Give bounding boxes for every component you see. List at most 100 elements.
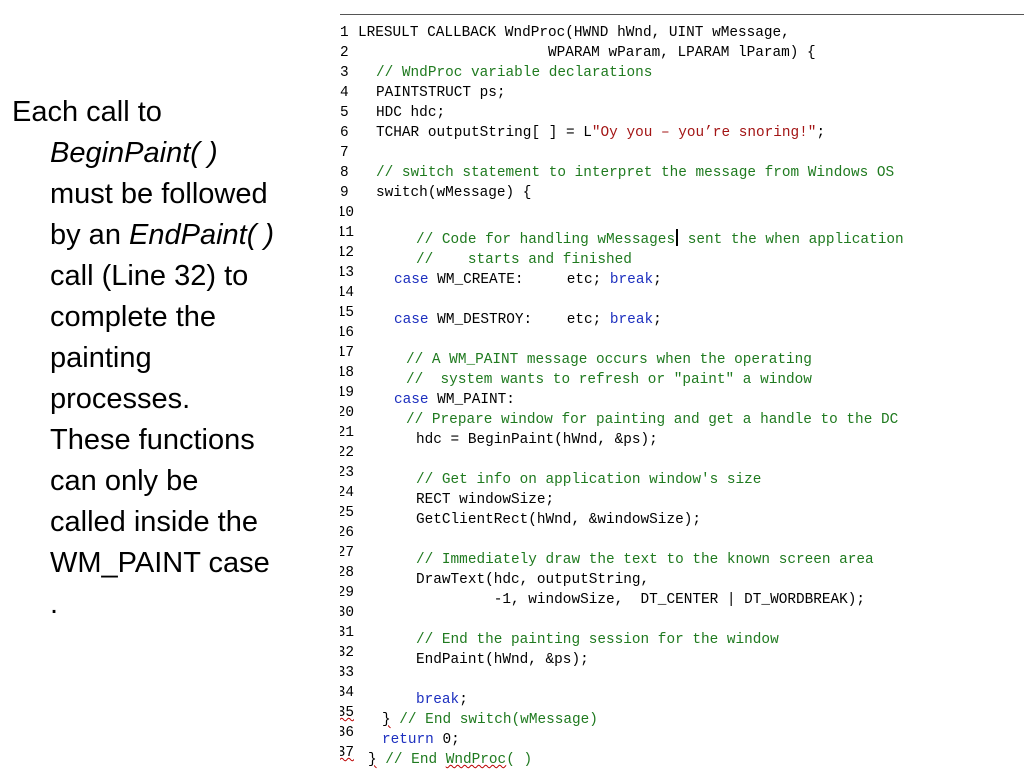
code-keyword: break (609, 312, 654, 328)
explanation-line: WM_PAINT case (50, 547, 270, 579)
code-line: 3 // WndProc variable declarations (340, 63, 652, 83)
line-number: 24 (340, 485, 354, 501)
code-line: 25 GetClientRect(hWnd, &windowSize); (340, 503, 701, 528)
code-text: ; (459, 692, 468, 708)
code-line: 35} // End switch(wMessage) (340, 703, 598, 728)
code-comment: // End the painting session for the wind… (416, 632, 779, 648)
code-text: switch(wMessage) { (376, 185, 532, 201)
code-line: 20// Prepare window for painting and get… (340, 403, 898, 428)
code-line: 32 EndPaint(hWnd, &ps); (340, 643, 589, 668)
code-line: 18 // system wants to refresh or "paint" … (340, 363, 812, 388)
line-number: 35 (340, 705, 354, 721)
line-number: 1 (340, 25, 349, 41)
code-text: GetClientRect(hWnd, &windowSize); (416, 512, 701, 528)
code-comment: // WndProc variable declarations (376, 65, 653, 81)
code-line: 6 TCHAR outputString[ ] = L"Oy you – you’… (340, 123, 825, 143)
code-comment: // A WM_PAINT message occurs when the op… (406, 352, 812, 368)
line-number: 18 (340, 365, 354, 381)
line-number: 11 (340, 225, 354, 241)
line-number: 13 (340, 265, 354, 281)
explanation-line: Each call to (12, 96, 162, 128)
code-line: 23 // Get info on application window's si… (340, 463, 761, 488)
code-line: 8// switch statement to interpret the me… (340, 163, 894, 183)
code-text: ; (653, 312, 662, 328)
code-text: ; (653, 272, 662, 288)
code-line: 31 // End the painting session for the wi… (340, 623, 779, 648)
line-number: 5 (340, 105, 349, 121)
explanation-line: can only be (50, 465, 199, 497)
code-comment: // Immediately draw the text to the know… (416, 552, 874, 568)
code-line: 26 (340, 523, 354, 543)
code-text: TCHAR outputString[ ] = L (376, 125, 592, 141)
code-line: 16 (340, 323, 354, 343)
code-keyword: case (394, 392, 429, 408)
explanation-fragment: by an (50, 219, 129, 251)
line-number: 19 (340, 385, 354, 401)
line-number: 29 (340, 585, 354, 601)
line-number: 32 (340, 645, 354, 661)
code-comment: sent the when application (679, 232, 904, 248)
code-text: EndPaint(hWnd, &ps); (416, 652, 589, 668)
code-comment: // switch statement to interpret the mes… (376, 165, 895, 181)
line-number: 10 (340, 205, 354, 221)
explanation-line: painting (50, 342, 152, 374)
code-keyword: break (416, 692, 460, 708)
explanation-line: . (50, 588, 59, 620)
code-line: 12// starts and finished (340, 243, 632, 268)
line-number: 22 (340, 445, 354, 461)
code-comment: WndProc (445, 752, 507, 768)
code-text: WPARAM wParam, LPARAM lParam) { (358, 45, 816, 61)
text-cursor (676, 229, 679, 246)
code-comment: // End switch(wMessage) (390, 712, 598, 728)
line-number: 28 (340, 565, 354, 581)
code-line: 11 // Code for handling wMessages sent th… (340, 223, 904, 248)
code-line: 30 (340, 603, 354, 623)
explanation-line: called inside the (50, 506, 258, 538)
code-text: hdc = BeginPaint(hWnd, &ps); (416, 432, 658, 448)
code-line: 10 (340, 203, 354, 223)
line-number: 20 (340, 405, 354, 421)
code-comment: // Get info on application window's size (416, 472, 762, 488)
code-keyword: break (609, 272, 654, 288)
code-text: } (382, 712, 391, 728)
code-text: -1, windowSize, DT_CENTER | DT_WORDBREAK… (416, 592, 866, 608)
line-number: 25 (340, 505, 354, 521)
code-text: WM_DESTROY: etc; (428, 312, 610, 328)
line-number: 15 (340, 305, 354, 321)
code-line: 22 (340, 443, 354, 463)
line-number: 3 (340, 65, 349, 81)
code-listing: 1 LRESULT CALLBACK WndProc(HWND hWnd, UIN… (340, 14, 1024, 769)
explanation-line: processes. (50, 383, 191, 415)
explanation-line: by an EndPaint( ) (12, 215, 327, 256)
line-number: 7 (340, 145, 349, 161)
explanation-text: Each call to BeginPaint( ) must be follo… (12, 92, 327, 625)
code-line: 29 -1, windowSize, DT_CENTER | DT_WORDBR… (340, 583, 865, 608)
code-keyword: return (382, 732, 434, 748)
line-number: 23 (340, 465, 354, 481)
code-text: HDC hdc; (376, 105, 446, 121)
line-number: 31 (340, 625, 354, 641)
code-line: 2 WPARAM wParam, LPARAM lParam) { (340, 43, 816, 63)
code-string: "Oy you – you’re snoring!" (591, 125, 817, 141)
code-line: 1 LRESULT CALLBACK WndProc(HWND hWnd, UIN… (340, 23, 790, 43)
code-comment: // system wants to refresh or "paint" a … (406, 372, 812, 388)
line-number: 17 (340, 345, 354, 361)
explanation-fragment: EndPaint( ) (129, 219, 275, 251)
code-text: 0; (433, 732, 460, 748)
line-number: 6 (340, 125, 349, 141)
code-comment: // Code for handling wMessages (416, 232, 676, 248)
code-text: WM_CREATE: etc; (428, 272, 610, 288)
line-number: 2 (340, 45, 349, 61)
code-text: ; (816, 125, 826, 141)
explanation-line: These functions (50, 424, 255, 456)
explanation-line: complete the (50, 301, 217, 333)
code-text: } (368, 752, 377, 768)
line-number: 21 (340, 425, 354, 441)
code-text: LRESULT CALLBACK WndProc(HWND hWnd, UINT… (358, 25, 790, 41)
